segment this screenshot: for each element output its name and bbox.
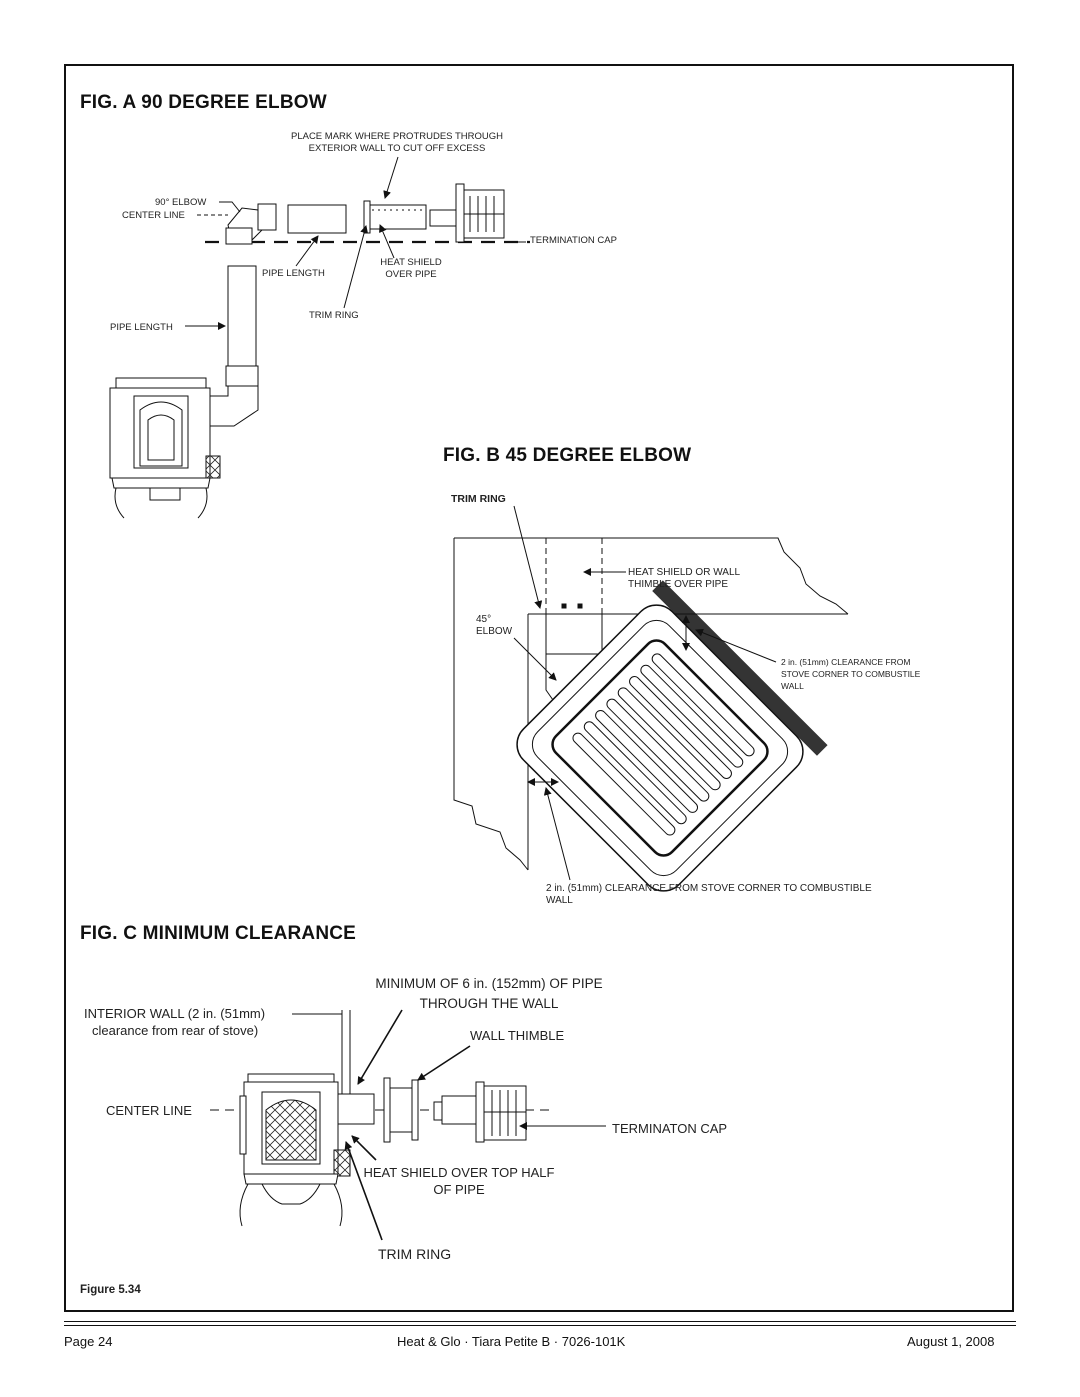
fig-b-clearance-bottom-label: 2 in. (51mm) CLEARANCE FROM STOVE CORNER… xyxy=(546,883,872,907)
fig-c-interior-wall-label: INTERIOR WALL (2 in. (51mm) clearance fr… xyxy=(84,1005,265,1039)
fig-c-trim-ring-label: TRIM RING xyxy=(378,1246,452,1262)
fig-a-place-mark-line2: EXTERIOR WALL TO CUT OFF EXCESS xyxy=(308,143,486,154)
fig-b-clearance-right-line1: 2 in. (51mm) CLEARANCE FROM xyxy=(781,657,911,667)
fig-a-place-mark-line1: PLACE MARK WHERE PROTRUDES THROUGH xyxy=(290,131,503,142)
footer-rule-bottom xyxy=(64,1325,1016,1326)
fig-c-termination-cap-label: TERMINATON CAP xyxy=(612,1121,728,1136)
fig-c-title: FIG. C MINIMUM CLEARANCE xyxy=(80,923,357,944)
fig-b-heat-shield-line2: THIMBLE OVER PIPE xyxy=(628,579,729,590)
fig-c-drawing xyxy=(210,1009,606,1241)
figure-caption: Figure 5.34 xyxy=(80,1284,141,1296)
fig-c-min-pipe-line2: THROUGH THE WALL xyxy=(419,996,559,1011)
footer-document-title: Heat & Glo · Tiara Petite B · 7026-101K xyxy=(397,1334,626,1349)
fig-a-stove xyxy=(109,377,221,519)
fig-b-clearance-bottom-line2: WALL xyxy=(546,895,573,906)
fig-b-side-wall xyxy=(453,538,529,871)
fig-a-termination-cap xyxy=(455,183,465,243)
fig-b-clearance-bottom-line1: 2 in. (51mm) CLEARANCE FROM STOVE CORNER… xyxy=(546,883,872,894)
fig-c-min-pipe-line1: MINIMUM OF 6 in. (152mm) OF PIPE xyxy=(375,976,603,991)
fig-a-place-mark-label: PLACE MARK WHERE PROTRUDES THROUGH EXTER… xyxy=(272,131,522,155)
fig-a-heat-shield-line2: OVER PIPE xyxy=(385,269,437,280)
footer-page-number: Page 24 xyxy=(64,1334,113,1349)
fig-b-trim-ring-label: TRIM RING xyxy=(451,493,506,505)
fig-b-heat-shield-line1: HEAT SHIELD OR WALL xyxy=(628,567,741,578)
fig-c-heat-shield-line1: HEAT SHIELD OVER TOP HALF xyxy=(363,1165,555,1180)
fig-b-clearance-right-line2: STOVE CORNER TO COMBUSTILE xyxy=(781,669,921,679)
fig-b-back-wall xyxy=(454,537,849,615)
fig-a-center-line-label: CENTER LINE xyxy=(122,210,185,221)
fig-a-pipe-length-horizontal-label: PIPE LENGTH xyxy=(262,268,325,279)
fig-a-heat-shield xyxy=(369,204,427,230)
fig-b-clearance-right-line3: WALL xyxy=(781,681,804,691)
fig-b-elbow-line2: ELBOW xyxy=(476,626,513,637)
fig-a-heat-shield-label: HEAT SHIELD OVER PIPE xyxy=(376,257,446,281)
fig-c-interior-wall-line1: INTERIOR WALL (2 in. (51mm) xyxy=(84,1006,266,1021)
fig-c-min-pipe-label: MINIMUM OF 6 in. (152mm) OF PIPE THROUGH… xyxy=(336,975,642,1012)
fig-a-title: FIG. A 90 DEGREE ELBOW xyxy=(80,92,327,113)
fig-b-drawing xyxy=(453,505,849,892)
fig-a-pipe-horizontal xyxy=(287,204,347,234)
fig-c-heat-shield-line2: OF PIPE xyxy=(433,1182,485,1197)
fig-c-termination-cap xyxy=(475,1081,485,1143)
fig-c-center-line-label: CENTER LINE xyxy=(106,1103,192,1118)
fig-a-pipe-length-vertical-label: PIPE LENGTH xyxy=(110,322,173,333)
fig-b-heat-shield-label: HEAT SHIELD OR WALL THIMBLE OVER PIPE xyxy=(628,567,740,591)
fig-a-heat-shield-line1: HEAT SHIELD xyxy=(380,257,442,268)
fig-b-title: FIG. B 45 DEGREE ELBOW xyxy=(443,445,692,466)
fig-b-clearance-right-label: 2 in. (51mm) CLEARANCE FROM STOVE CORNER… xyxy=(781,656,920,692)
fig-a-pipe-vertical xyxy=(227,265,257,367)
fig-b-stove xyxy=(516,580,828,892)
fig-a-termination-cap-label: TERMINATION CAP xyxy=(530,235,617,246)
fig-a-90-elbow-label: 90° ELBOW xyxy=(155,197,207,208)
footer-date: August 1, 2008 xyxy=(907,1334,995,1349)
fig-b-elbow-line1: 45° xyxy=(476,614,492,625)
figure-frame xyxy=(64,64,1014,1312)
fig-c-wall-thimble xyxy=(389,1087,413,1133)
fig-a-trim-ring-label: TRIM RING xyxy=(309,310,359,321)
fig-c-stove xyxy=(239,1073,351,1227)
fig-c-heat-shield-label: HEAT SHIELD OVER TOP HALF OF PIPE xyxy=(346,1164,572,1198)
footer-rule-top xyxy=(64,1321,1016,1322)
fig-a-drawing xyxy=(109,156,530,519)
fig-c-wall-thimble-label: WALL THIMBLE xyxy=(470,1028,565,1043)
fig-c-interior-wall-line2: clearance from rear of stove) xyxy=(92,1023,259,1038)
fig-b-elbow-label: 45° ELBOW xyxy=(476,614,512,638)
